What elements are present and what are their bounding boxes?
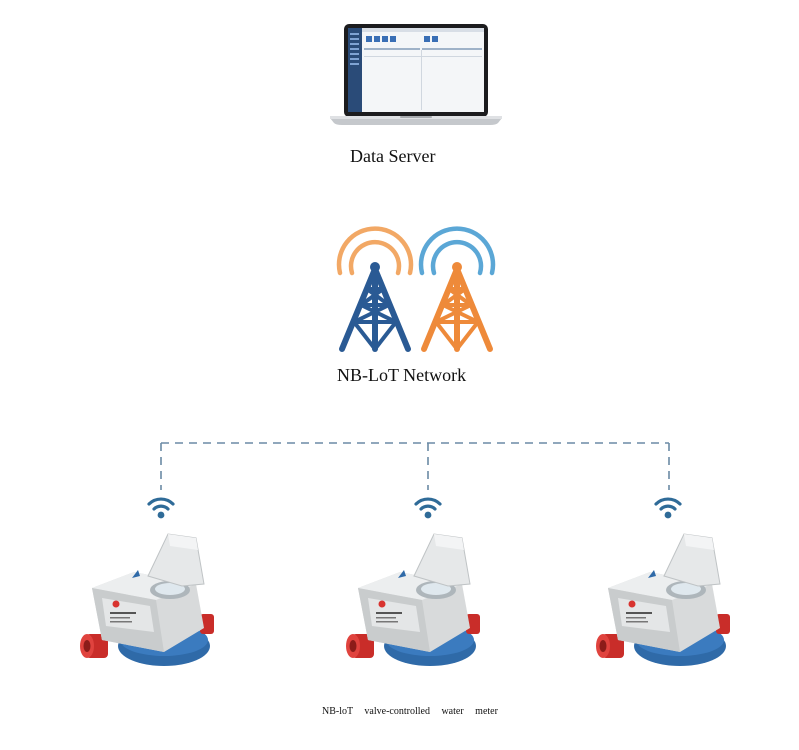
laptop-icon: [330, 24, 502, 125]
signal-tower-icon: [336, 226, 414, 352]
meter-caption: NB-loT valve-controlled water meter: [322, 706, 498, 717]
wifi-icon: [654, 497, 682, 519]
wifi-icon: [147, 497, 175, 519]
water-meter-icon: [596, 533, 730, 666]
wifi-icon: [414, 497, 442, 519]
network-label: NB-LoT Network: [337, 365, 467, 385]
water-meter-icon: [346, 533, 480, 666]
water-meter-icon: [80, 533, 214, 666]
data-server-label: Data Server: [350, 146, 436, 166]
signal-tower-icon: [418, 226, 496, 352]
